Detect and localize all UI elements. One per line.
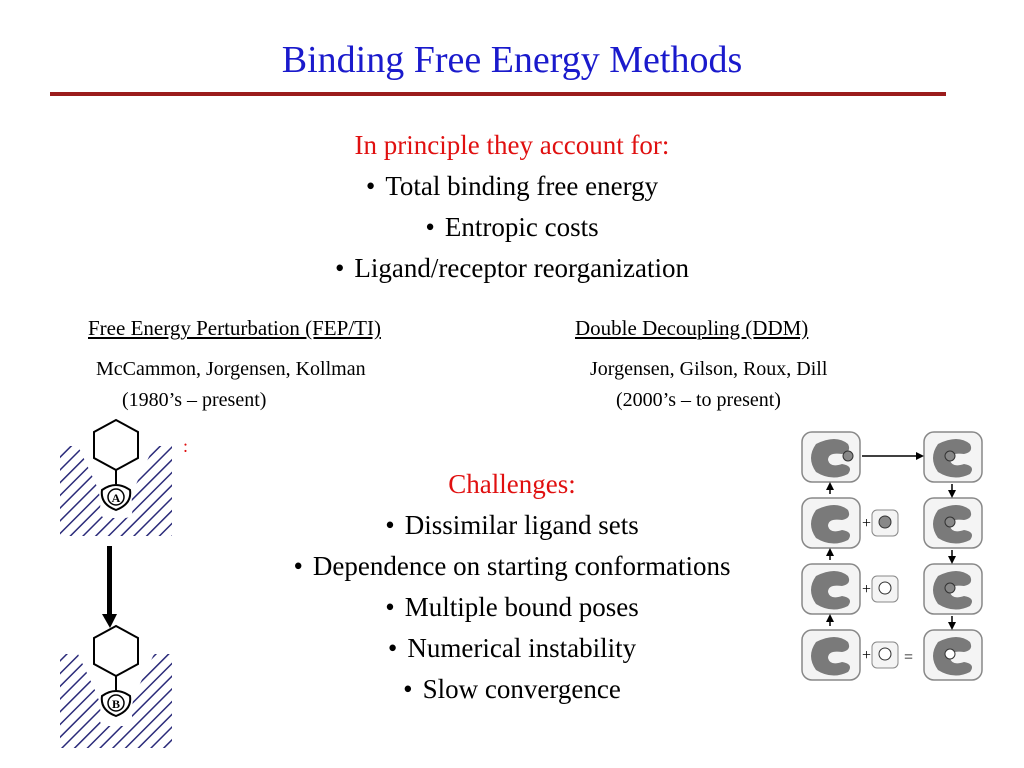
- svg-text:+: +: [862, 647, 871, 664]
- svg-text:+: +: [862, 581, 871, 598]
- svg-text:+: +: [862, 515, 871, 532]
- svg-text:=: =: [904, 649, 913, 666]
- principle-item: Entropic costs: [0, 212, 1024, 243]
- hexagon-icon: [93, 418, 139, 472]
- principle-heading: In principle they account for:: [354, 130, 670, 160]
- challenge-item: Dissimilar ligand sets: [0, 510, 1024, 541]
- challenge-item: Numerical instability: [0, 633, 1024, 664]
- arrow-down-icon: [102, 614, 117, 628]
- svg-text:A: A: [112, 491, 121, 505]
- fep-period: (1980’s – present): [122, 389, 267, 411]
- slide-title: Binding Free Energy Methods: [281, 39, 743, 81]
- title-divider: [50, 92, 946, 96]
- challenge-item: Slow convergence: [0, 674, 1024, 705]
- ddm-cycle-diagram: + + + =: [801, 431, 983, 681]
- hexagon-icon: [93, 624, 139, 678]
- principle-item: Total binding free energy: [0, 171, 1024, 202]
- fep-authors: McCammon, Jorgensen, Kollman: [96, 358, 366, 380]
- ddm-heading: Double Decoupling (DDM): [575, 316, 809, 340]
- challenge-item: Multiple bound poses: [0, 592, 1024, 623]
- principle-item: Ligand/receptor reorganization: [0, 253, 1024, 284]
- ddm-authors: Jorgensen, Gilson, Roux, Dill: [590, 358, 828, 380]
- challenge-item: Dependence on starting conformations: [0, 551, 1024, 582]
- challenges-heading: Challenges:: [448, 469, 576, 499]
- ddm-period: (2000’s – to present): [616, 389, 781, 411]
- stray-colon: :: [183, 436, 189, 456]
- fep-diagram: A B: [60, 418, 172, 748]
- svg-text:B: B: [112, 697, 120, 711]
- fep-heading: Free Energy Perturbation (FEP/TI): [88, 316, 381, 340]
